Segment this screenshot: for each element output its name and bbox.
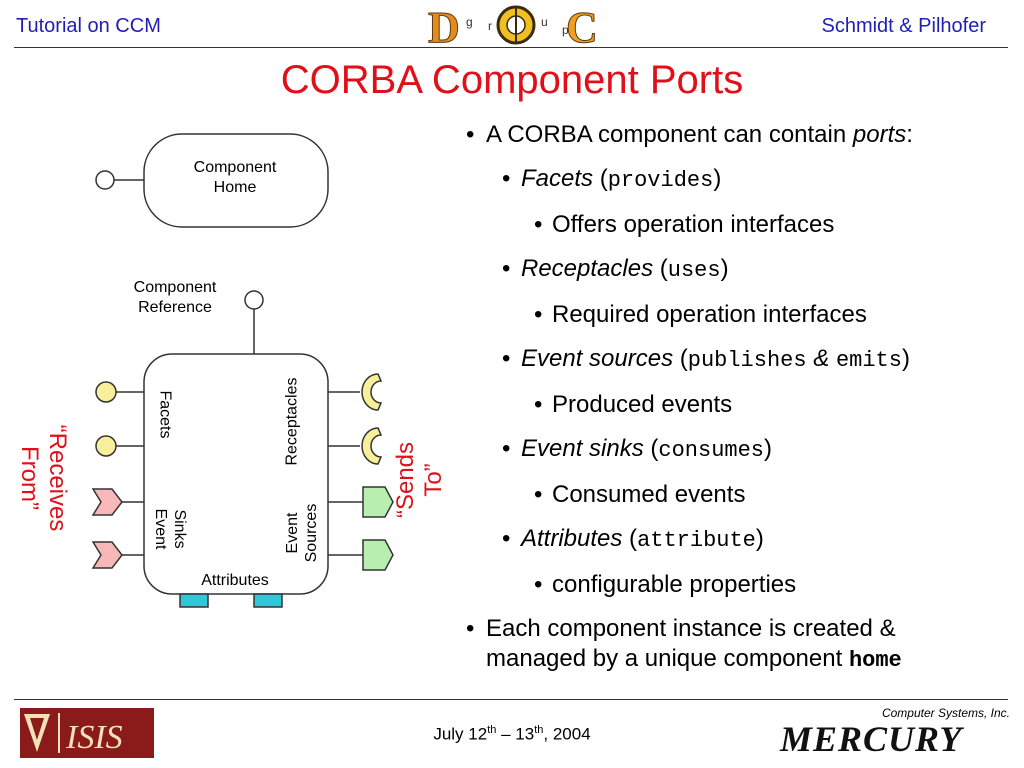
component-ports-diagram (91, 133, 394, 608)
bullet-ports-intro: A CORBA component can contain ports: (466, 120, 1016, 150)
svg-text:ISIS: ISIS (65, 719, 123, 756)
svg-text:r: r (488, 19, 492, 33)
header-left-title: Tutorial on CCM (16, 15, 161, 37)
slide-title: CORBA Component Ports (280, 58, 744, 102)
attribute-port-1 (179, 593, 209, 608)
bullet-receptacles: Receptacles (uses) (466, 254, 1016, 286)
isis-logo: ISIS (20, 708, 154, 758)
event-sink-port-2 (91, 541, 123, 569)
svg-text:C: C (566, 3, 598, 48)
bullet-event-sinks-desc: Consumed events (466, 480, 1016, 510)
event-source-port-2 (362, 539, 394, 571)
mercury-logo: Computer Systems, Inc. MERCURY (780, 706, 1010, 759)
event-source-port-1 (362, 486, 394, 518)
event-sources-label: Event Sources (284, 503, 320, 563)
bullet-event-sinks: Event sinks (consumes) (466, 434, 1016, 466)
event-sinks-label: Sinks Event (152, 508, 188, 550)
facets-label: Facets (156, 390, 174, 439)
event-sink-port-1 (91, 488, 123, 516)
facet-port-1 (95, 381, 117, 403)
bullet-attributes-desc: configurable properties (466, 570, 1016, 600)
bullet-facets-desc: Offers operation interfaces (466, 210, 1016, 240)
receives-from-label: “Receives From” (16, 424, 71, 532)
bullet-receptacles-desc: Required operation interfaces (466, 300, 1016, 330)
header-rule (14, 47, 1008, 48)
bullet-component-home: Each component instance is created &mana… (466, 614, 1016, 676)
component-reference-label: Component Reference (133, 279, 217, 316)
component-home-label: Component Home (193, 159, 277, 196)
svg-text:p: p (562, 23, 569, 37)
receptacle-port-2 (361, 427, 383, 465)
sends-to-label: “Sends To” (392, 441, 447, 519)
home-interface-port (95, 170, 115, 190)
svg-text:D: D (428, 3, 460, 48)
svg-text:g: g (466, 15, 473, 29)
attributes-label: Attributes (201, 572, 269, 589)
header-right-authors: Schmidt & Pilhofer (821, 15, 986, 37)
bullet-facets: Facets (provides) (466, 164, 1016, 196)
svg-text:u: u (541, 15, 548, 29)
receptacle-port-1 (361, 373, 383, 411)
facet-port-2 (95, 435, 117, 457)
bullet-list: A CORBA component can contain ports: Fac… (466, 120, 1016, 690)
bullet-event-sources: Event sources (publishes & emits) (466, 344, 1016, 376)
bullet-attributes: Attributes (attribute) (466, 524, 1016, 556)
footer-date: July 12th – 13th, 2004 (433, 724, 591, 744)
doc-group-logo: D g r u p C (428, 3, 599, 49)
footer-rule (14, 699, 1008, 700)
attribute-port-2 (253, 593, 283, 608)
component-box (143, 353, 329, 595)
receptacles-label: Receptacles (283, 377, 301, 466)
bullet-event-sources-desc: Produced events (466, 390, 1016, 420)
